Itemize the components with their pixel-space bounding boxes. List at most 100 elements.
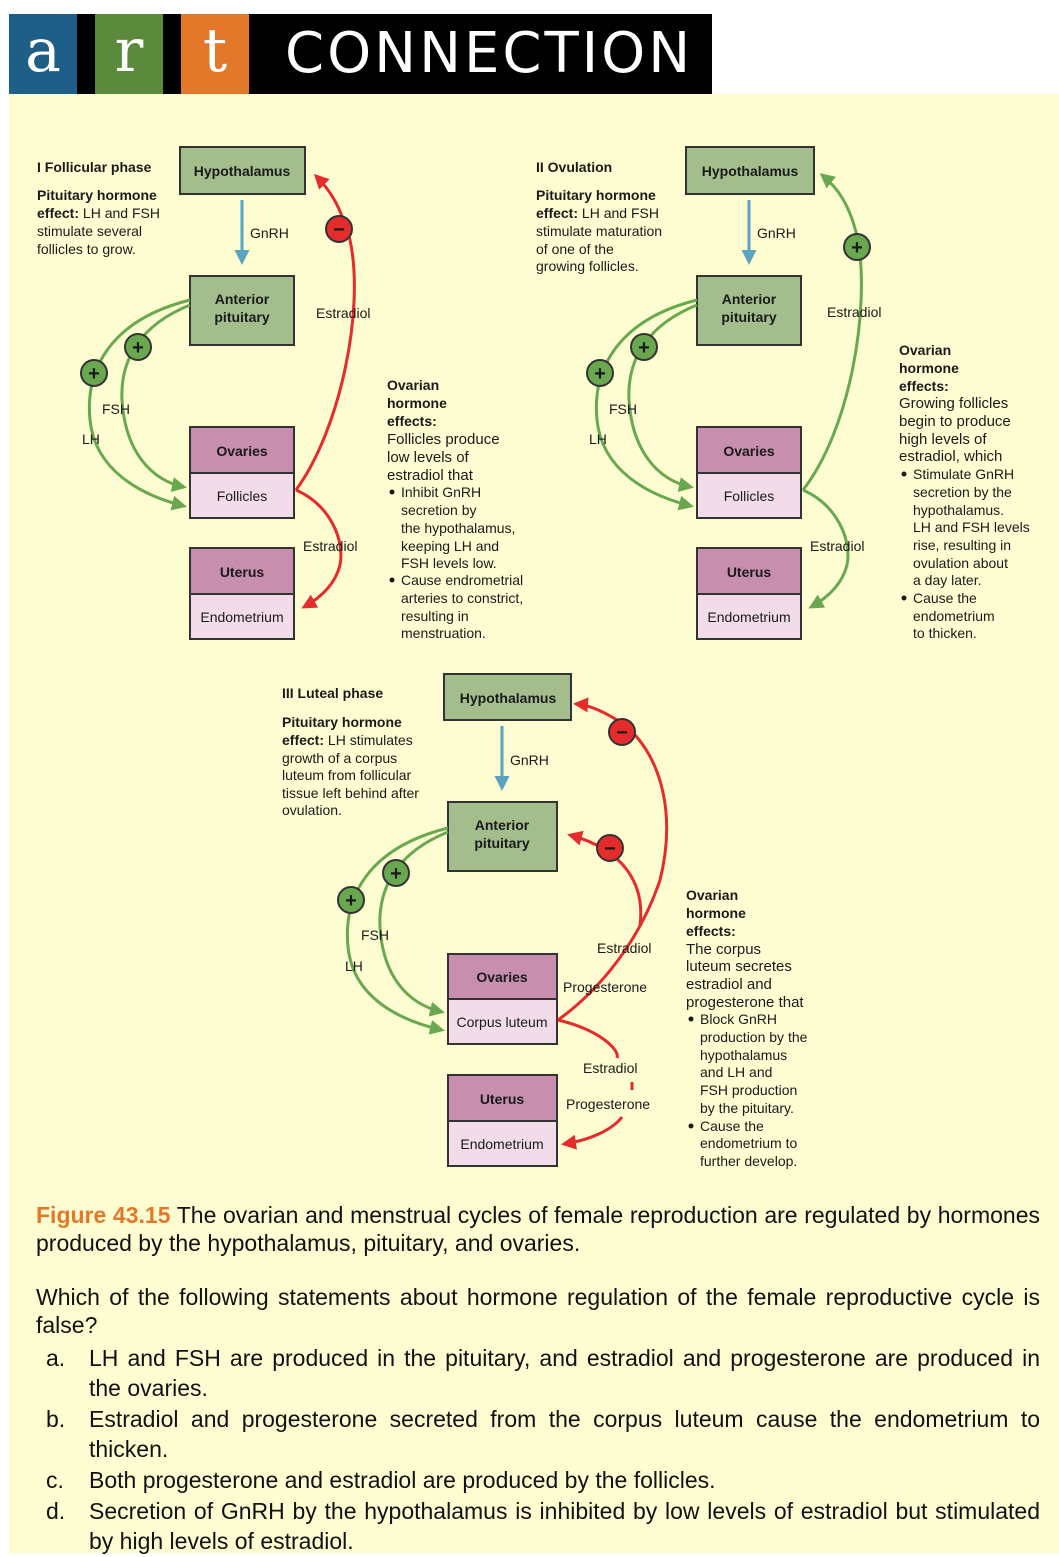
- estradiol-label: Estradiol: [827, 304, 881, 320]
- ovarian-effects-heading: Ovarian: [387, 377, 439, 393]
- caption-text: The ovarian and menstrual cycles of fema…: [36, 1202, 1041, 1256]
- minus-sign: −: [325, 215, 353, 243]
- bullet-text: rise, resulting in: [913, 537, 1011, 553]
- figure-caption: Figure 43.15 The ovarian and menstrual c…: [36, 1201, 1040, 1257]
- estradiol-uterus-arrow: [295, 488, 343, 609]
- follicles-label: Follicles: [217, 488, 268, 504]
- svg-text:+: +: [345, 890, 357, 912]
- banner-title: CONNECTION: [285, 21, 694, 86]
- ovarian-effects-text: luteum secretes: [686, 958, 792, 975]
- bullet-text: menstruation.: [401, 625, 486, 641]
- uterus-box: [447, 1074, 558, 1122]
- fsh-label: FSH: [361, 927, 389, 943]
- progesterone-label: Progesterone: [566, 1096, 650, 1112]
- fsh-arrow: [627, 303, 698, 492]
- lh-label: LH: [82, 431, 100, 447]
- anterior-pituitary-box: [189, 275, 295, 346]
- plus-sign: +: [586, 359, 614, 387]
- ovaries-box: [189, 426, 295, 474]
- bullet-text: hypothalamus: [700, 1047, 787, 1063]
- hormone-regulation-diagram: I Follicular phase Pituitary hormone eff…: [37, 146, 1030, 1169]
- anterior-pituitary-box: [696, 275, 802, 346]
- fsh-arrow: [378, 830, 449, 1017]
- hypothalamus-box: [685, 146, 815, 195]
- ovarian-effects-heading: effects:: [899, 378, 949, 394]
- bullet-text: resulting in: [401, 608, 469, 624]
- bullet-text: FSH levels low.: [401, 555, 497, 571]
- ovarian-effects-text: Growing follicles: [899, 395, 1008, 412]
- gnrh-label: GnRH: [250, 225, 289, 241]
- pituitary-effect-line: growing follicles.: [536, 258, 639, 274]
- answer-option-a: a.LH and FSH are produced in the pituita…: [46, 1345, 1040, 1401]
- bullet-text: further develop.: [700, 1153, 797, 1169]
- question-prompt: Which of the following statements about …: [36, 1284, 1040, 1338]
- estradiol-progesterone-hypothalamus-arrow: [557, 697, 669, 1022]
- svg-text:+: +: [594, 363, 606, 385]
- bullet-text: a day later.: [913, 572, 982, 588]
- svg-text:−: −: [333, 219, 345, 241]
- corpus-luteum-label: Corpus luteum: [456, 1014, 547, 1030]
- bullet-text: Cause endrometrial: [401, 572, 523, 588]
- ovarian-effects-heading: Ovarian: [686, 887, 738, 903]
- anterior-pituitary-label: Anterior: [215, 291, 270, 307]
- uterus-label: Uterus: [480, 1091, 525, 1107]
- ovaries-label: Ovaries: [476, 969, 528, 985]
- svg-text:−: −: [604, 838, 616, 860]
- bullet-text: LH and FSH levels: [913, 519, 1030, 535]
- answer-options: a.LH and FSH are produced in the pituita…: [36, 1343, 1040, 1557]
- plus-sign: +: [337, 886, 365, 914]
- pituitary-effect-heading: Pituitary hormone: [536, 187, 656, 203]
- follicles-box: [696, 472, 802, 519]
- lh-label: LH: [589, 431, 607, 447]
- bullet-text: hypothalamus.: [913, 502, 1004, 518]
- plus-sign: +: [630, 333, 658, 361]
- bullet-text: endometrium to: [700, 1135, 797, 1151]
- hypothalamus-box: [443, 673, 572, 721]
- answer-option-c: c.Both progesterone and estradiol are pr…: [46, 1467, 716, 1493]
- endometrium-label: Endometrium: [707, 609, 790, 625]
- pituitary-effect-line: follicles to grow.: [37, 241, 136, 257]
- plus-sign: +: [843, 233, 871, 261]
- bullet-text: keeping LH and: [401, 538, 499, 554]
- endometrium-box: [447, 1120, 558, 1167]
- pituitary-effect-line: ovulation.: [282, 802, 342, 818]
- follicles-label: Follicles: [724, 488, 775, 504]
- progesterone-label: Progesterone: [563, 979, 647, 995]
- bullet-text: Cause the: [700, 1118, 764, 1134]
- fsh-label: FSH: [102, 401, 130, 417]
- ovaries-box: [696, 426, 802, 474]
- hypothalamus-label: Hypothalamus: [460, 690, 557, 706]
- endometrium-box: [696, 593, 802, 640]
- estradiol-label: Estradiol: [303, 538, 357, 554]
- bullet-text: arteries to constrict,: [401, 590, 523, 606]
- pituitary-effect-line: stimulate several: [37, 223, 142, 239]
- gnrh-label: GnRH: [510, 752, 549, 768]
- hypothalamus-label: Hypothalamus: [702, 163, 799, 179]
- anterior-pituitary-label: Anterior: [475, 817, 530, 833]
- bullet-text: secretion by the: [913, 484, 1012, 500]
- svg-text:−: −: [616, 722, 628, 744]
- corpus-luteum-box: [447, 998, 558, 1045]
- anterior-pituitary-label: Anterior: [722, 291, 777, 307]
- bullet-text: Inhibit GnRH: [401, 484, 481, 500]
- pituitary-effect-heading: Pituitary hormone: [282, 714, 402, 730]
- ovaries-box: [447, 953, 558, 1000]
- ovarian-effects-text: estradiol that: [387, 467, 474, 484]
- pituitary-effect-line: of one of the: [536, 241, 614, 257]
- svg-text:+: +: [88, 363, 100, 385]
- hypothalamus-box: [179, 146, 306, 195]
- corpus-luteum-uterus-line: [557, 1018, 619, 1059]
- uterus-label: Uterus: [220, 564, 265, 580]
- svg-text:+: +: [390, 863, 402, 885]
- fsh-arrow: [120, 303, 191, 492]
- estradiol-stimulate-arrow: [801, 173, 863, 491]
- estradiol-label: Estradiol: [583, 1060, 637, 1076]
- estradiol-progesterone-pituitary-arrow: [567, 830, 643, 926]
- bullet-text: Cause the: [913, 590, 977, 606]
- panel-follicular-phase: I Follicular phase Pituitary hormone eff…: [37, 146, 523, 641]
- endometrium-box: [189, 593, 295, 640]
- plus-sign: +: [382, 859, 410, 887]
- phase-title: III Luteal phase: [282, 685, 383, 701]
- svg-text:+: +: [638, 337, 650, 359]
- ovarian-effects-text: estradiol and: [686, 976, 772, 993]
